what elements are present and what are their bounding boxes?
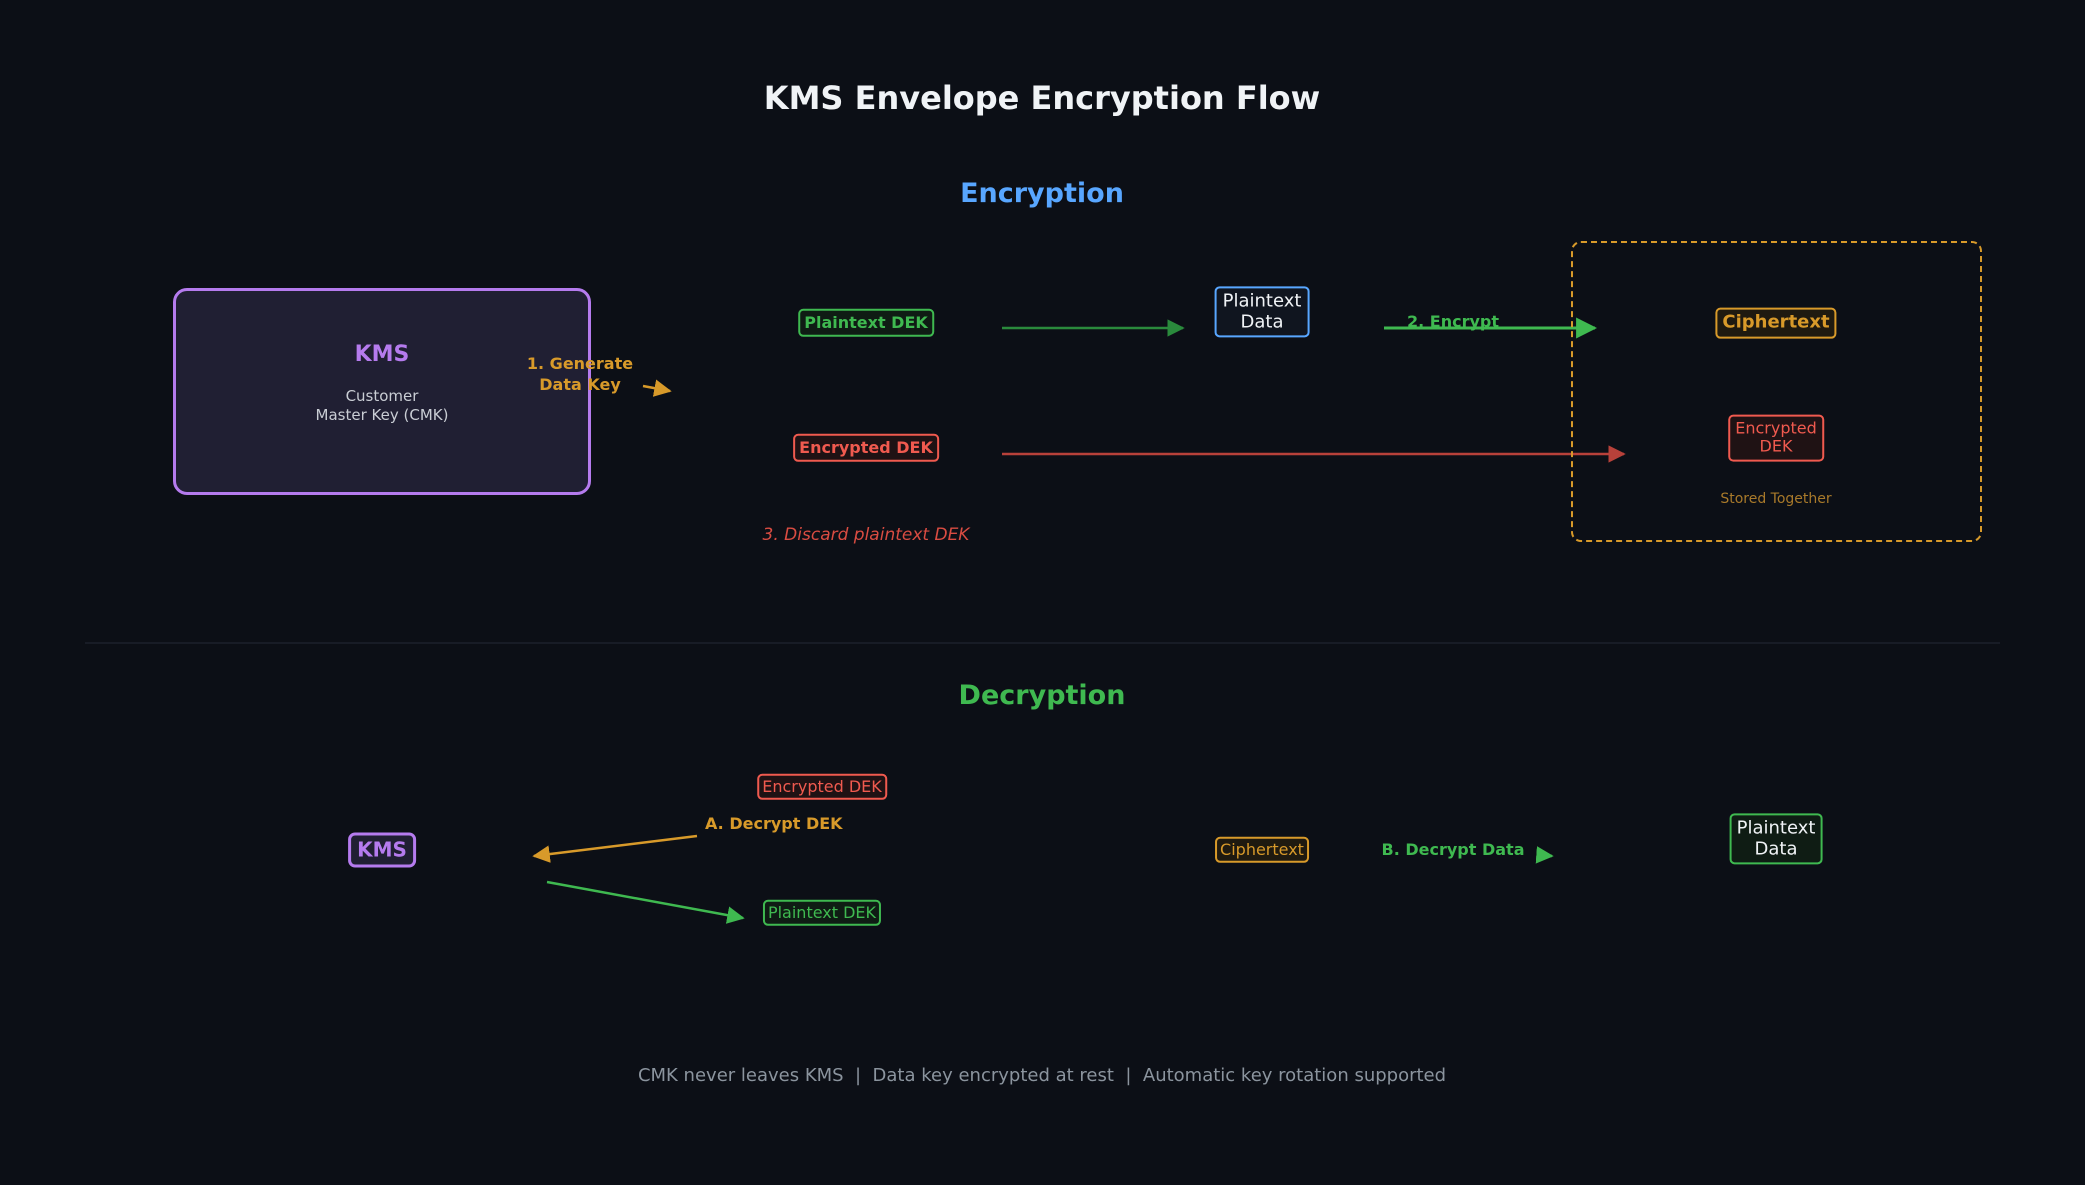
plaintext-data-line1: Plaintext bbox=[1222, 290, 1302, 312]
kms-subtitle-line2: Master Key (CMK) bbox=[315, 406, 449, 424]
arrow-plaintext-dek-out bbox=[546, 880, 745, 924]
step2-label: 2. Encrypt bbox=[1406, 312, 1500, 331]
step3-label: 3. Discard plaintext DEK bbox=[762, 525, 970, 545]
encrypted-dek-chip: Encrypted DEK bbox=[793, 433, 939, 463]
kms-subtitle-line1: Customer bbox=[345, 387, 419, 405]
footer-note: CMK never leaves KMS | Data key encrypte… bbox=[637, 1065, 1447, 1086]
arrow-generate-data-key bbox=[642, 379, 672, 397]
decryption-heading: Decryption bbox=[958, 680, 1126, 711]
arrow-decrypt-data bbox=[1535, 846, 1554, 864]
kms-cmk-box: KMS Customer Master Key (CMK) bbox=[173, 288, 591, 495]
stored-encrypted-dek-box: Encrypted DEK bbox=[1728, 414, 1824, 462]
decrypt-encrypted-dek-chip: Encrypted DEK bbox=[757, 773, 887, 801]
ciphertext-chip: Ciphertext bbox=[1715, 307, 1837, 339]
stored-together-container bbox=[1571, 241, 1982, 542]
decrypt-plaintext-data-box: Plaintext Data bbox=[1729, 813, 1823, 865]
decrypt-plaintext-data-line1: Plaintext bbox=[1736, 817, 1816, 839]
diagram-title: KMS Envelope Encryption Flow bbox=[763, 79, 1321, 117]
stored-encrypted-dek-line1: Encrypted bbox=[1735, 418, 1817, 438]
decrypt-plaintext-dek-chip: Plaintext DEK bbox=[762, 899, 882, 927]
decrypt-plaintext-data-line2: Data bbox=[1754, 838, 1798, 859]
arrow-decrypt-dek bbox=[532, 834, 698, 863]
stored-together-label: Stored Together bbox=[1720, 491, 1832, 507]
stepA-label: A. Decrypt DEK bbox=[705, 814, 843, 833]
step1-label-line2: Data Key bbox=[539, 375, 621, 394]
encryption-heading: Encryption bbox=[960, 178, 1124, 209]
stepB-label: B. Decrypt Data bbox=[1381, 840, 1525, 859]
plaintext-data-box: Plaintext Data bbox=[1214, 286, 1310, 338]
plaintext-data-line2: Data bbox=[1240, 311, 1284, 332]
decrypt-ciphertext-chip: Ciphertext bbox=[1215, 836, 1309, 864]
kms-title: KMS bbox=[354, 342, 410, 367]
stored-encrypted-dek-line2: DEK bbox=[1759, 437, 1793, 456]
plaintext-dek-chip: Plaintext DEK bbox=[798, 308, 934, 338]
step1-label-line1: 1. Generate bbox=[526, 354, 634, 373]
decrypt-kms-box: KMS bbox=[348, 832, 416, 868]
